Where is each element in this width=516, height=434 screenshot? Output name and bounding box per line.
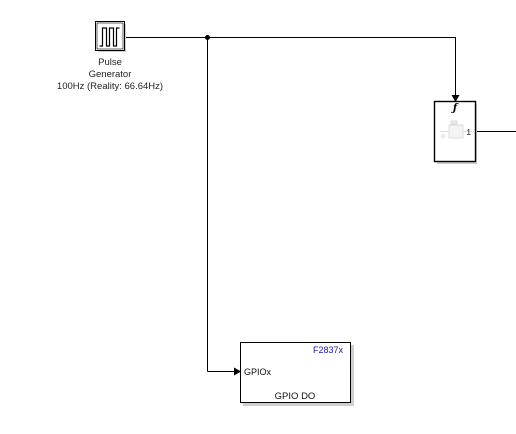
arrowhead-trigger: [451, 95, 460, 102]
signal-lines: [126, 37, 516, 372]
gpio-do-block[interactable]: [240, 342, 355, 407]
branch-point: [205, 35, 210, 40]
trigger-symbol-icon: ƒ: [451, 103, 459, 114]
triggered-subsystem-block[interactable]: [433, 100, 478, 165]
gpio-input-port-label: GPIOx: [244, 367, 272, 377]
subsystem-preview-icon: [440, 120, 472, 139]
arrowhead-gpio-input: [234, 367, 241, 376]
gpio-chip-label: F2837x: [313, 345, 344, 355]
pulse-waveform-icon: [99, 27, 120, 47]
pulse-generator-label-line1: Pulse: [98, 57, 122, 68]
gpio-block-name: GPIO DO: [275, 391, 316, 402]
pulse-generator-block[interactable]: [95, 21, 127, 53]
pulse-generator-label-line2: Generator: [89, 69, 132, 80]
pulse-generator-label-line3: 100Hz (Reality: 66.64Hz): [57, 81, 163, 92]
subsystem-output-port-label: 1: [467, 128, 472, 137]
